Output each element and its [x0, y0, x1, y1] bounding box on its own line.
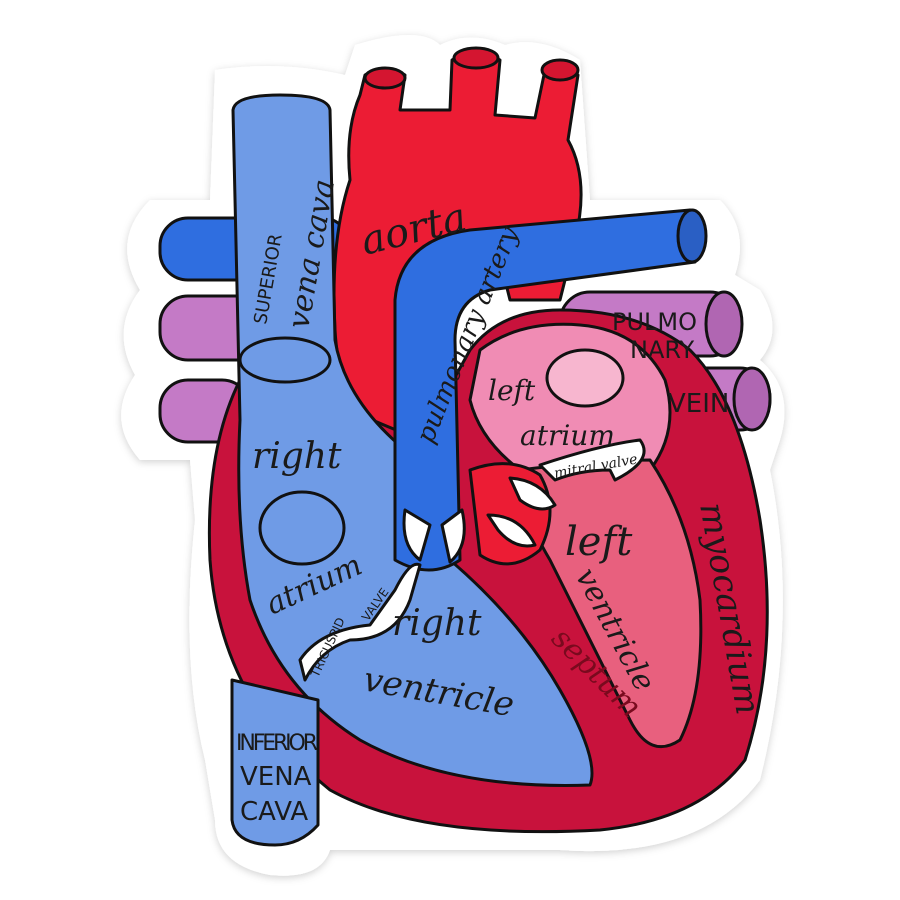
label-left-atrium-1: left — [488, 374, 536, 407]
label-inferior-vena-cava-3: CAVA — [240, 797, 308, 827]
label-left-atrium-2: atrium — [520, 419, 615, 452]
aorta-branch-opening — [452, 46, 500, 70]
label-left-ventricle-1: left — [565, 519, 633, 565]
pulmonary-vein-opening — [545, 348, 625, 408]
inferior-vena-cava — [230, 678, 320, 847]
tricuspid-valve — [298, 562, 422, 682]
pulmonary-valve-right — [440, 508, 466, 564]
left-ventricle — [518, 458, 703, 749]
aorta-branch-opening — [540, 58, 580, 82]
pulmonary-valve-left — [402, 508, 432, 562]
mitral-valve — [538, 438, 646, 482]
pulmonary-artery — [393, 208, 697, 572]
pulmonary-artery-opening — [676, 208, 708, 264]
aortic-valve-upper — [508, 476, 557, 511]
aorta-branch-opening — [363, 66, 407, 90]
label-right-atrium-1: right — [252, 436, 342, 477]
svc-ring — [238, 336, 332, 384]
coronary-sinus-opening — [258, 490, 346, 566]
label-pulmonary-vein-2: NARY — [630, 336, 695, 364]
aortic-valve-lower — [486, 513, 537, 548]
label-right-ventricle-1: right — [392, 603, 482, 644]
right-heart — [231, 93, 594, 787]
label-inferior-vena-cava-2: VENA — [240, 762, 312, 792]
label-pulmonary-vein-1: PULMO — [612, 308, 697, 336]
label-pulmonary-vein-3: VEIN — [668, 389, 729, 419]
vein-opening — [704, 290, 744, 358]
vein-opening — [732, 366, 772, 432]
label-inferior-vena-cava-1: INFERIOR — [236, 731, 318, 756]
